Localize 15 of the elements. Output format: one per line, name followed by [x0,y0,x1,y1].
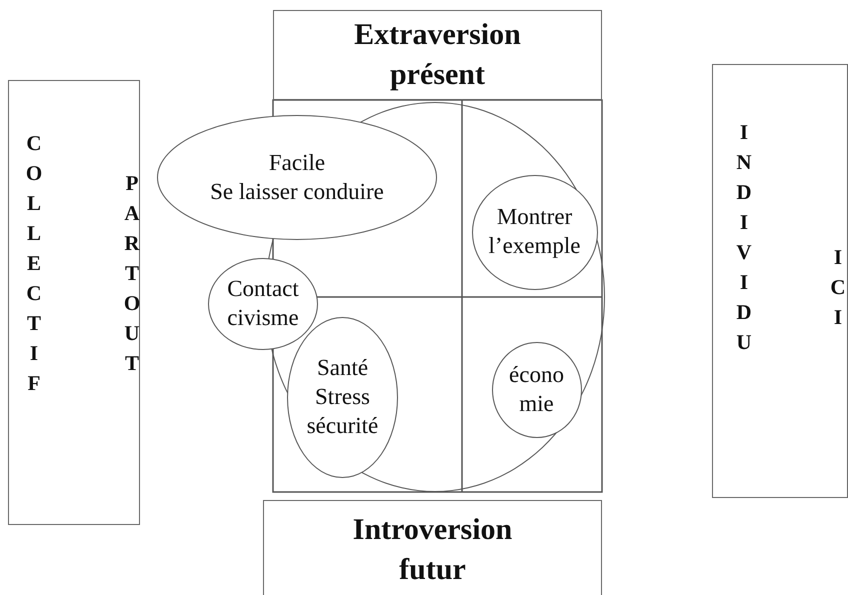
ellipse-text: écono mie [509,360,564,418]
heading-box [273,10,602,100]
category-panel [712,64,848,498]
ellipse-text: Contact civisme [227,275,299,332]
ellipse-text: Montrer l’exemple [488,203,580,260]
ellipse-text: Santé Stress sécurité [306,354,378,440]
vertical-label: COLLECTIF [21,131,46,401]
ellipse-text: Facile Se laisser conduire [210,148,384,206]
heading-text: Extraversion présent [354,16,521,93]
vertical-label: PARTOUT [119,171,144,381]
vertical-label: INDIVIDU [731,120,756,360]
heading-text: Introversion futur [352,512,512,588]
vertical-label: ICI [825,245,848,335]
heading-box [263,500,602,595]
category-panel [8,80,140,525]
